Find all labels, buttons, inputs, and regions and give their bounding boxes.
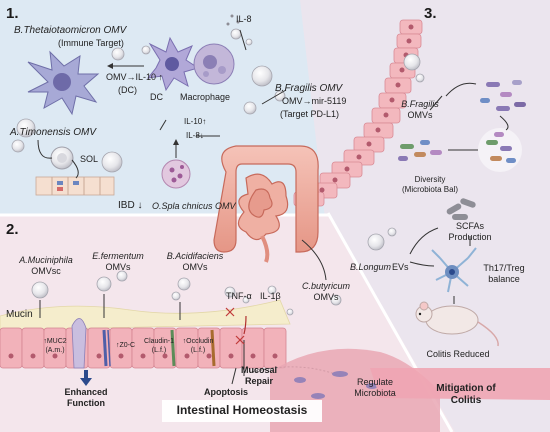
splanchnicus-label: O.Spla chnicus OMV bbox=[152, 201, 236, 211]
immune-target-label: (Immune Target) bbox=[58, 38, 124, 48]
butyricum-label: C.butyricum bbox=[301, 281, 350, 291]
il8-label: IL-8 bbox=[236, 14, 252, 24]
timonensis-label: A.Timonensis OMV bbox=[10, 127, 97, 138]
tnf-label: TNF-α bbox=[226, 291, 252, 301]
il10-up-label: IL-10↑ bbox=[184, 117, 207, 126]
sol-vesicle-art bbox=[50, 146, 74, 170]
bacteria-cluster-2 bbox=[478, 128, 522, 172]
thetaiotaomicron-label: B.Thetaiotaomicron OMV bbox=[14, 25, 127, 36]
enhanced-label-2: Function bbox=[67, 398, 105, 408]
omv-il10-label: OMV→IL-10 ↑ bbox=[106, 72, 164, 82]
section-3-number: 3. bbox=[424, 5, 437, 22]
diversity-label-1: Diversity bbox=[414, 175, 446, 184]
muc2-src-label: (A.m.) bbox=[45, 347, 65, 354]
fragilis3-label: B.Fragilis bbox=[401, 99, 439, 109]
dc-paren-label: (DC) bbox=[118, 85, 137, 95]
mitigation-label-1: Mitigation of bbox=[436, 383, 496, 394]
fragilis-target-label: (Target PD-L1) bbox=[280, 109, 340, 119]
fragilis-mir-label: OMV→mir-5119 bbox=[282, 96, 347, 106]
fragilis-title-label: B.Fragilis OMV bbox=[275, 83, 343, 94]
muciniphila-label: A.Muciniphila bbox=[19, 255, 73, 265]
splanchnicus-vesicle-art bbox=[161, 159, 191, 189]
th17-label-2: balance bbox=[488, 274, 520, 284]
macrophage-label: Macrophage bbox=[180, 92, 231, 102]
mucin-layer bbox=[0, 299, 291, 331]
il8-down-label: IL-8↓ bbox=[186, 131, 204, 140]
apoptosis-label: Apoptosis bbox=[204, 387, 248, 397]
occludin-label: ↑Occludin bbox=[182, 338, 214, 345]
th17-label-1: Th17/Treg bbox=[483, 263, 525, 273]
mucosal-label-1: Mucosal bbox=[240, 365, 277, 375]
mucosal-label-2: Repair bbox=[244, 376, 273, 386]
mucin-label: Mucin bbox=[6, 309, 33, 320]
diversity-label-2: (Microbiota Bal) bbox=[401, 185, 458, 194]
claudin-label: Claudin-1 bbox=[144, 338, 174, 345]
bacteria-cluster-3 bbox=[398, 140, 442, 161]
homeostasis-title: Intestinal Homeostasis bbox=[176, 403, 308, 417]
regulate-label-2: Microbiota bbox=[354, 388, 396, 398]
ibd-label: IBD ↓ bbox=[118, 200, 143, 211]
regulate-label-1: Regulate bbox=[356, 377, 394, 387]
fragilis3-omv-label: OMVs bbox=[407, 110, 433, 120]
occludin-src-label: (L.f.) bbox=[190, 347, 206, 354]
enhanced-down-arrow bbox=[80, 370, 92, 386]
colitis-reduced-label: Colitis Reduced bbox=[426, 349, 490, 359]
mitigation-label-2: Colitis bbox=[450, 395, 482, 406]
panel3-bg bbox=[300, 0, 550, 432]
section-2-number: 2. bbox=[6, 221, 19, 238]
mouse-art bbox=[415, 301, 499, 347]
zo-label: ↑Z0-C bbox=[116, 342, 136, 349]
bacteria-cluster-1 bbox=[480, 80, 526, 111]
claudin-src-label: (L.f.) bbox=[151, 347, 167, 354]
il1b-label: IL-1β bbox=[260, 291, 281, 301]
tissue-strip-art bbox=[35, 176, 115, 196]
section-1-number: 1. bbox=[6, 5, 19, 22]
scfa-label-1: SCFAs bbox=[455, 221, 484, 231]
longum-label: B.Longum bbox=[350, 262, 392, 272]
macrophage-art bbox=[193, 43, 235, 85]
acidifaciens-omv-label: OMVs bbox=[182, 262, 208, 272]
dc-label: DC bbox=[150, 92, 163, 102]
scfa-rods bbox=[446, 198, 476, 220]
th17-cell-art bbox=[431, 247, 477, 293]
fermentum-omv-label: OMVs bbox=[105, 262, 131, 272]
longum-evs-label: EVs bbox=[392, 262, 409, 272]
dc-cell-art bbox=[146, 36, 200, 92]
butyricum-omv-label: OMVs bbox=[313, 292, 339, 302]
intestine-art bbox=[213, 145, 319, 263]
muc2-label: ↑MUC2 bbox=[43, 338, 67, 345]
enhanced-label-1: Enhanced bbox=[64, 387, 108, 397]
immune-cell-art bbox=[27, 50, 100, 116]
fermentum-label: E.fermentum bbox=[92, 251, 144, 261]
muciniphila-omv-label: OMVsc bbox=[31, 266, 61, 276]
scfa-label-2: Production bbox=[448, 232, 492, 242]
acidifaciens-label: B.Acidifaciens bbox=[166, 251, 224, 261]
homeostasis-bar bbox=[162, 400, 322, 422]
sol-label: SOL bbox=[80, 154, 99, 164]
